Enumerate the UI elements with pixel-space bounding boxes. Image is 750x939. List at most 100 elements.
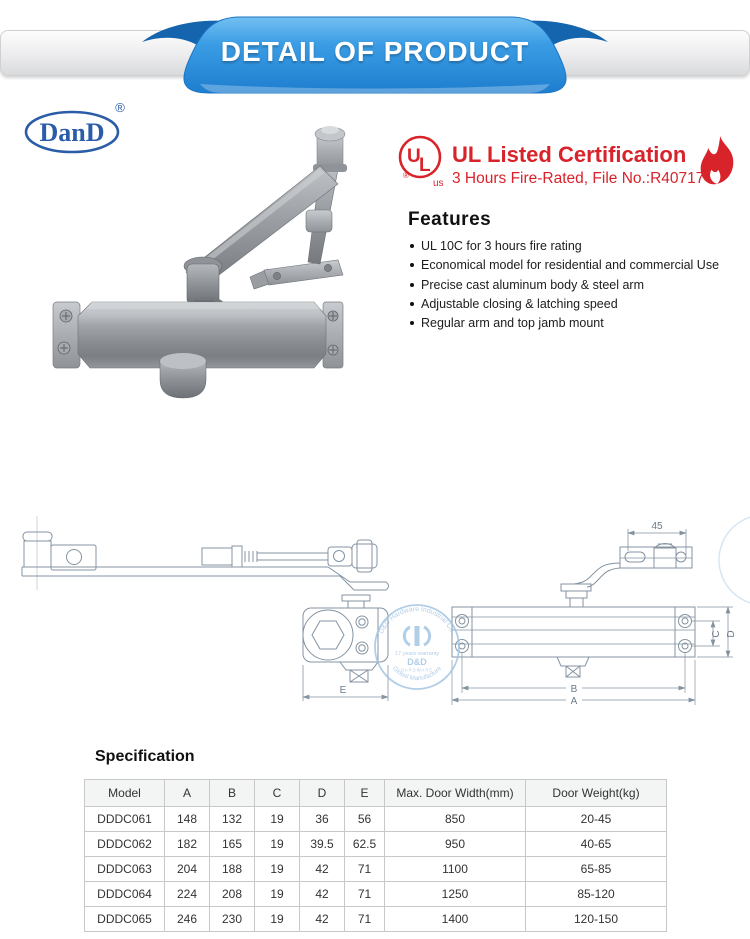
spec-cell: 42: [299, 906, 345, 932]
spec-cell: 62.5: [344, 831, 385, 857]
spec-cell: 224: [164, 881, 210, 907]
feature-item: UL 10C for 3 hours fire rating: [408, 240, 743, 253]
table-row: DDDC061 148 132 19 36 56 850 20-45: [84, 806, 667, 832]
spec-cell: DDDC063: [84, 856, 165, 882]
spec-cell: 1250: [384, 881, 526, 907]
spec-cell: 1400: [384, 906, 526, 932]
spec-cell: DDDC065: [84, 906, 165, 932]
spec-header-a: A: [164, 779, 210, 807]
spec-cell: 71: [344, 906, 385, 932]
ul-logo-letter-l: L: [419, 155, 431, 176]
certification-subtitle: 3 Hours Fire-Rated, File No.:R40717: [452, 170, 705, 187]
features-list: UL 10C for 3 hours fire rating Economica…: [408, 240, 743, 336]
spec-cell: 230: [209, 906, 255, 932]
spec-cell: 19: [254, 881, 300, 907]
arm-foot-bracket: [249, 259, 344, 290]
brand-name: DanD: [39, 118, 104, 147]
spec-cell: 42: [299, 856, 345, 882]
spec-cell: 40-65: [525, 831, 667, 857]
dimension-label-45: 45: [651, 521, 663, 532]
spec-cell: 182: [164, 831, 210, 857]
table-row: DDDC064 224 208 19 42 71 1250 85-120: [84, 881, 667, 907]
ul-logo: U L ® us: [398, 135, 444, 189]
ul-logo-region: us: [433, 178, 444, 189]
feature-item-text: Adjustable closing & latching speed: [421, 296, 618, 311]
feature-item: Adjustable closing & latching speed: [408, 296, 743, 311]
spec-cell: 19: [254, 831, 300, 857]
dimension-label-a: A: [571, 696, 578, 707]
watermark-hardware: HARDWARE: [401, 668, 433, 673]
feature-item: Economical model for residential and com…: [408, 259, 743, 272]
spec-cell: 188: [209, 856, 255, 882]
spec-cell: 19: [254, 806, 300, 832]
table-row: DDDC065 246 230 19 42 71 1400 120-150: [84, 906, 667, 932]
spec-cell: DDDC062: [84, 831, 165, 857]
spec-header-door-weight: Door Weight(kg): [525, 779, 667, 807]
banner-title: DETAIL OF PRODUCT: [220, 36, 530, 67]
valve-knob: [159, 353, 207, 399]
specification-heading: Specification: [95, 748, 195, 765]
spec-cell: 19: [254, 906, 300, 932]
table-row: DDDC062 182 165 19 39.5 62.5 950 40-65: [84, 831, 667, 857]
dimension-label-e: E: [340, 685, 347, 696]
watermark-brand: D&D: [407, 657, 427, 667]
flame-icon: [700, 136, 734, 185]
spec-cell: 132: [209, 806, 255, 832]
spec-cell: 42: [299, 881, 345, 907]
spec-cell: 850: [384, 806, 526, 832]
feature-item-text: Precise cast aluminum body & steel arm: [421, 277, 645, 292]
spec-cell: 65-85: [525, 856, 667, 882]
bullet-icon: [410, 321, 414, 325]
features-heading: Features: [408, 209, 492, 230]
spec-cell: 148: [164, 806, 210, 832]
feature-item: Regular arm and top jamb mount: [408, 317, 743, 330]
feature-item-text: Regular arm and top jamb mount: [421, 316, 604, 330]
spec-cell: 204: [164, 856, 210, 882]
main-arm-highlight: [190, 169, 324, 274]
brand-registered-mark: ®: [115, 100, 125, 115]
spec-cell: 20-45: [525, 806, 667, 832]
product-photo: [52, 126, 347, 399]
spec-header-model: Model: [84, 779, 165, 807]
spec-cell: 950: [384, 831, 526, 857]
spec-header-b: B: [209, 779, 255, 807]
diagram-body-side-view: 45 C D B A: [451, 516, 750, 707]
spec-cell: 71: [344, 856, 385, 882]
spec-cell: 85-120: [525, 881, 667, 907]
spec-cell: 39.5: [299, 831, 345, 857]
dimension-label-d: D: [726, 630, 737, 637]
banner-ribbon: [142, 16, 608, 94]
watermark-warranty: 17 years warranty: [395, 651, 440, 657]
spec-cell: DDDC064: [84, 881, 165, 907]
spec-cell: 1100: [384, 856, 526, 882]
feature-item-text: Economical model for residential and com…: [421, 258, 720, 273]
spec-cell: 56: [344, 806, 385, 832]
ul-logo-registered: ®: [403, 171, 409, 180]
arm-knuckle: [313, 126, 347, 172]
spec-cell: 246: [164, 906, 210, 932]
spec-header-door-width: Max. Door Width(mm): [384, 779, 526, 807]
spec-cell: 36: [299, 806, 345, 832]
bullet-icon: [410, 282, 414, 287]
spec-table: Model A B C D E Max. Door Width(mm) Door…: [84, 779, 667, 932]
spec-table-header-row: Model A B C D E Max. Door Width(mm) Door…: [84, 779, 667, 807]
certification-title: UL Listed Certification: [452, 142, 687, 167]
dimension-label-c: C: [711, 630, 722, 637]
ul-logo-letter-u: U: [407, 146, 421, 167]
bullet-icon: [410, 263, 414, 268]
spec-header-e: E: [344, 779, 385, 807]
spec-cell: DDDC061: [84, 806, 165, 832]
feature-item-text: UL 10C for 3 hours fire rating: [421, 239, 582, 253]
spec-cell: 120-150: [525, 906, 667, 932]
spec-header-d: D: [299, 779, 345, 807]
dimension-label-b: B: [571, 684, 578, 695]
watermark-logo: D&D Hardware Industrial Co. 17 years war…: [374, 604, 460, 690]
spec-cell: 208: [209, 881, 255, 907]
spec-cell: 19: [254, 856, 300, 882]
bullet-icon: [410, 301, 414, 306]
table-row: DDDC063 204 188 19 42 71 1100 65-85: [84, 856, 667, 882]
closer-body: [52, 301, 344, 369]
spec-cell: 71: [344, 881, 385, 907]
spec-header-c: C: [254, 779, 300, 807]
forearm-collar: [305, 209, 333, 233]
